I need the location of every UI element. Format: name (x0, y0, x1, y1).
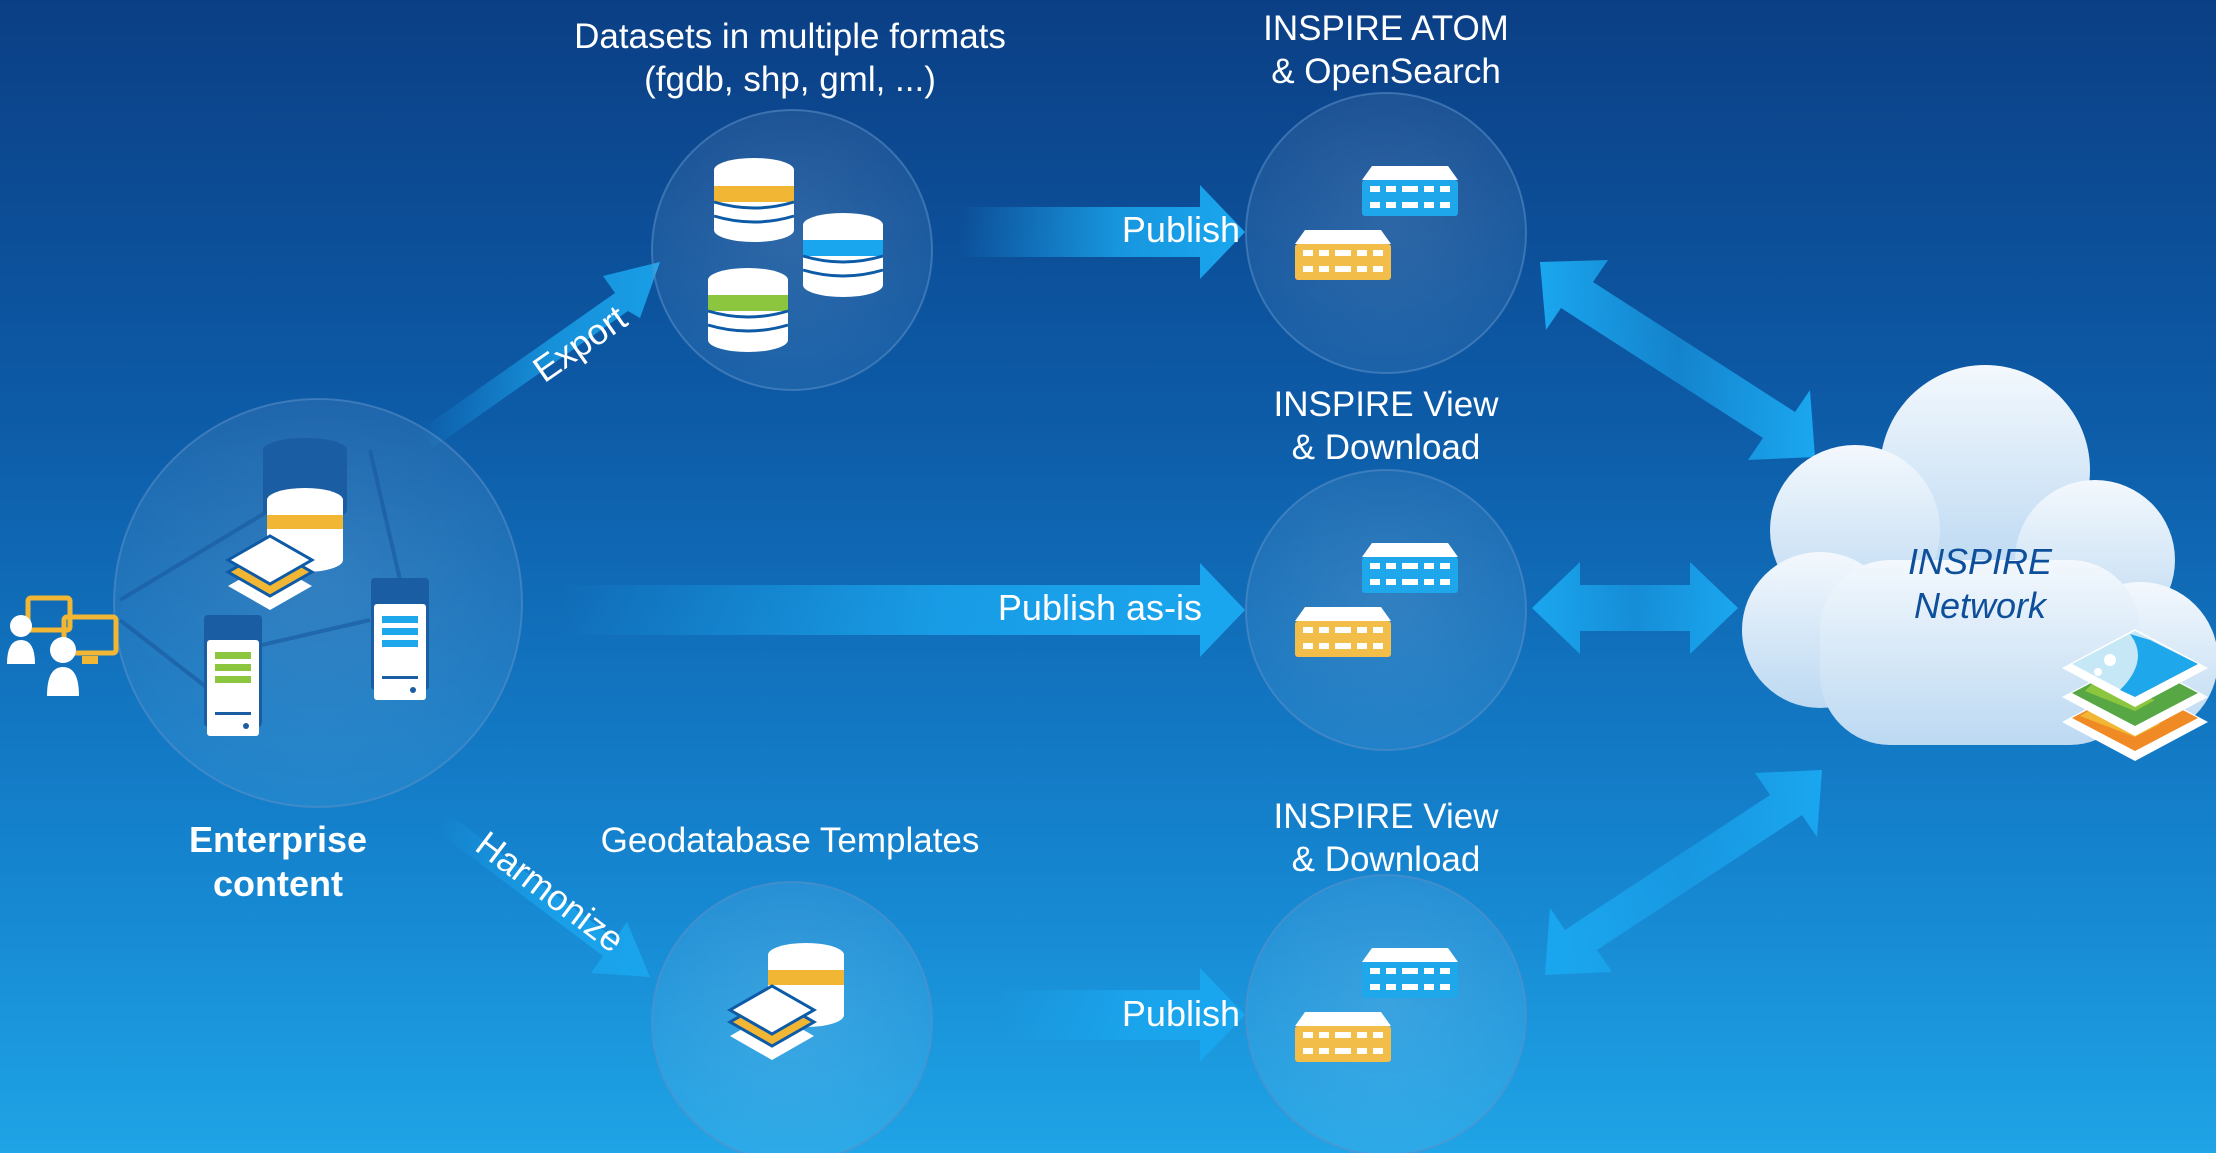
view-server-blue-icon (1362, 543, 1458, 593)
bidirectional-arrow-view (1532, 562, 1738, 654)
harmonize-arrow (438, 815, 650, 977)
enterprise-network-lines (118, 449, 402, 692)
view-server-yellow-icon (1295, 607, 1391, 657)
cloud-label: INSPIRE Network (1907, 541, 2053, 626)
bidirectional-arrow-view-bottom (1545, 770, 1822, 975)
publish-asis-arrow (560, 563, 1245, 657)
atom-label: INSPIRE ATOM & OpenSearch (1263, 9, 1509, 91)
publish-bottom-label: Publish (1121, 993, 1240, 1034)
map-stack-icon (2062, 629, 2208, 761)
view-bottom-server-blue-icon (1362, 948, 1458, 998)
database-green-icon (707, 268, 789, 352)
datasets-label: Datasets in multiple formats (fgdb, shp,… (574, 17, 1006, 99)
atom-server-blue-icon (1362, 166, 1458, 216)
view-circle (1245, 469, 1527, 751)
view-bottom-circle (1245, 874, 1527, 1153)
view-label: INSPIRE View & Download (1273, 385, 1499, 467)
enterprise-server-tower-green-icon (204, 615, 262, 736)
users-desktop-icon (7, 595, 119, 696)
enterprise-content-label: Enterprise content (188, 819, 368, 904)
export-arrow (420, 262, 660, 448)
atom-server-yellow-icon (1295, 230, 1391, 280)
publish-bottom-arrow (1000, 968, 1245, 1062)
publish-top-arrow (960, 185, 1245, 279)
database-yellow-icon (713, 158, 795, 242)
templates-label: Geodatabase Templates (600, 821, 980, 860)
inspire-network-cloud (1742, 365, 2216, 745)
publish-top-label: Publish (1121, 209, 1240, 250)
enterprise-server-tower-blue-icon (371, 578, 429, 700)
datasets-circle (651, 109, 933, 391)
view-bottom-label: INSPIRE View & Download (1273, 797, 1499, 879)
view-bottom-server-yellow-icon (1295, 1012, 1391, 1062)
atom-circle (1245, 92, 1527, 374)
database-blue-icon (802, 213, 884, 297)
bidirectional-arrow-atom (1540, 260, 1815, 460)
publish-asis-label: Publish as-is (997, 587, 1202, 628)
